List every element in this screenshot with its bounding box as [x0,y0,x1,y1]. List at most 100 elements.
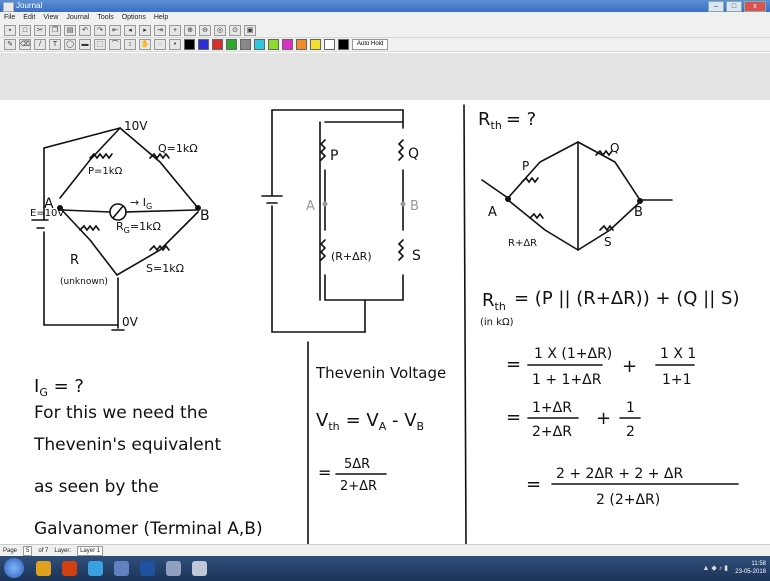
select-region-icon[interactable]: ⌒ [109,39,121,50]
rc-wire-q [577,141,641,201]
next-page-icon[interactable]: ▸ [139,25,151,36]
tray-date: 23-05-2018 [735,569,766,575]
browser-icon[interactable] [88,561,103,576]
tray-clock[interactable]: 11:58 23-05-2018 [735,560,766,576]
rc-label-b: B [634,205,643,220]
cut-icon[interactable]: ✂ [34,25,46,36]
color-gray-swatch[interactable] [240,39,251,50]
zoom-in-icon[interactable]: ⊕ [184,25,196,36]
color-current-swatch[interactable] [338,39,349,50]
vth-numerator: 5ΔR [344,457,370,472]
rc-wire-p [507,141,579,199]
tray-icons[interactable]: ▲ ◆ ♪ ▮ [702,565,729,572]
menu-journal[interactable]: Journal [66,14,90,21]
l2-den2: 1+1 [662,372,692,388]
thin-pen-icon[interactable]: · [154,39,166,50]
color-white-swatch[interactable] [324,39,335,50]
eraser-icon[interactable]: ⌫ [19,39,31,50]
select-rect-icon[interactable]: ⬚ [94,39,106,50]
text-icon[interactable]: T [49,39,61,50]
app-icon [3,2,14,12]
add-page-icon[interactable]: + [169,25,181,36]
text-line-2: Thevenin's equivalent [33,435,222,455]
minimize-button[interactable]: – [708,1,724,12]
rc-resistor-q [595,149,613,157]
color-orange-swatch[interactable] [296,39,307,50]
paste-icon[interactable]: ▤ [64,25,76,36]
medium-pen-icon[interactable]: • [169,39,181,50]
journal-page[interactable]: 10V Q=1kΩ P=1kΩ A B → IG RG=1kΩ E=10V R … [0,100,770,544]
label-rg: RG=1kΩ [116,220,161,235]
prev-page-icon[interactable]: ◂ [124,25,136,36]
app-icon-4[interactable] [114,561,129,576]
zoom-normal-icon[interactable]: ◎ [214,25,226,36]
wire-b-top [119,127,199,209]
undo-icon[interactable]: ↶ [79,25,91,36]
label-0v: 0V [122,315,139,329]
color-lime-swatch[interactable] [268,39,279,50]
rth-rhs: = (P || (R+ΔR)) + (Q || S) [514,288,739,309]
pen-mode-box[interactable]: Auto Hold [352,39,389,50]
page-total: of 7 [38,548,49,554]
media-icon[interactable] [140,561,155,576]
text-line-1: For this we need the [34,403,208,423]
vth-denominator: 2+ΔR [340,479,377,494]
l3-equals: = [506,407,521,428]
l2-num2: 1 X 1 [660,346,696,362]
mid-node-b-dot [400,201,406,207]
page-label: Page [3,548,18,554]
color-black-swatch[interactable] [184,39,195,50]
color-magenta-swatch[interactable] [282,39,293,50]
new-page-icon[interactable]: □ [19,25,31,36]
menu-options[interactable]: Options [121,14,146,21]
office-icon[interactable] [62,561,77,576]
shape-icon[interactable]: ◯ [64,39,76,50]
close-button[interactable]: x [744,1,766,12]
l3-den2: 2 [626,424,635,440]
color-blue-swatch[interactable] [198,39,209,50]
pen-icon[interactable]: ✎ [4,39,16,50]
wire-a-top [59,127,121,199]
resistor-q [149,152,170,160]
explorer-icon[interactable] [36,561,51,576]
color-cyan-swatch[interactable] [254,39,265,50]
menu-view[interactable]: View [43,14,59,21]
save-icon[interactable]: ▪ [4,25,16,36]
mid-top-wire [271,109,404,129]
last-page-icon[interactable]: ⇥ [154,25,166,36]
menu-tools[interactable]: Tools [97,14,114,21]
page-number-input[interactable]: 5 [23,546,33,556]
copy-icon[interactable]: ❐ [49,25,61,36]
first-page-icon[interactable]: ⇤ [109,25,121,36]
hand-icon[interactable]: ✋ [139,39,151,50]
color-green-swatch[interactable] [226,39,237,50]
menu-file[interactable]: File [4,14,16,21]
window-controls: – □ x [708,1,766,12]
mid-label-p: P [330,148,338,164]
main-toolbar: ▪ □ ✂ ❐ ▤ ↶ ↷ ⇤ ◂ ▸ ⇥ + ⊕ ⊖ ◎ ⊙ ▣ [0,24,770,38]
highlighter-icon[interactable]: / [34,39,46,50]
layer-select[interactable]: Layer 1 [77,546,104,556]
l3-plus: + [596,408,611,429]
color-red-swatch[interactable] [212,39,223,50]
label-unknown: (unknown) [60,277,108,287]
rc-label-q: Q [610,141,619,155]
maximize-button[interactable]: □ [726,1,742,12]
app-icon-6[interactable] [166,561,181,576]
fullscreen-icon[interactable]: ▣ [244,25,256,36]
color-yellow-swatch[interactable] [310,39,321,50]
redo-icon[interactable]: ↷ [94,25,106,36]
label-s: S=1kΩ [146,262,184,275]
pen-toolbar: ✎ ⌫ / T ◯ ▬ ⬚ ⌒ ↕ ✋ · • Auto Hold [0,38,770,52]
vertical-space-icon[interactable]: ↕ [124,39,136,50]
layer-label: Layer: [54,548,72,554]
menu-edit[interactable]: Edit [23,14,36,21]
ruler-icon[interactable]: ▬ [79,39,91,50]
journal-taskbar-icon[interactable] [192,561,207,576]
mid-node-a-dot [322,201,328,207]
menu-help[interactable]: Help [153,14,169,21]
rc-label-rdr: R+ΔR [508,238,537,249]
zoom-width-icon[interactable]: ⊙ [229,25,241,36]
start-button[interactable] [4,558,24,578]
zoom-out-icon[interactable]: ⊖ [199,25,211,36]
